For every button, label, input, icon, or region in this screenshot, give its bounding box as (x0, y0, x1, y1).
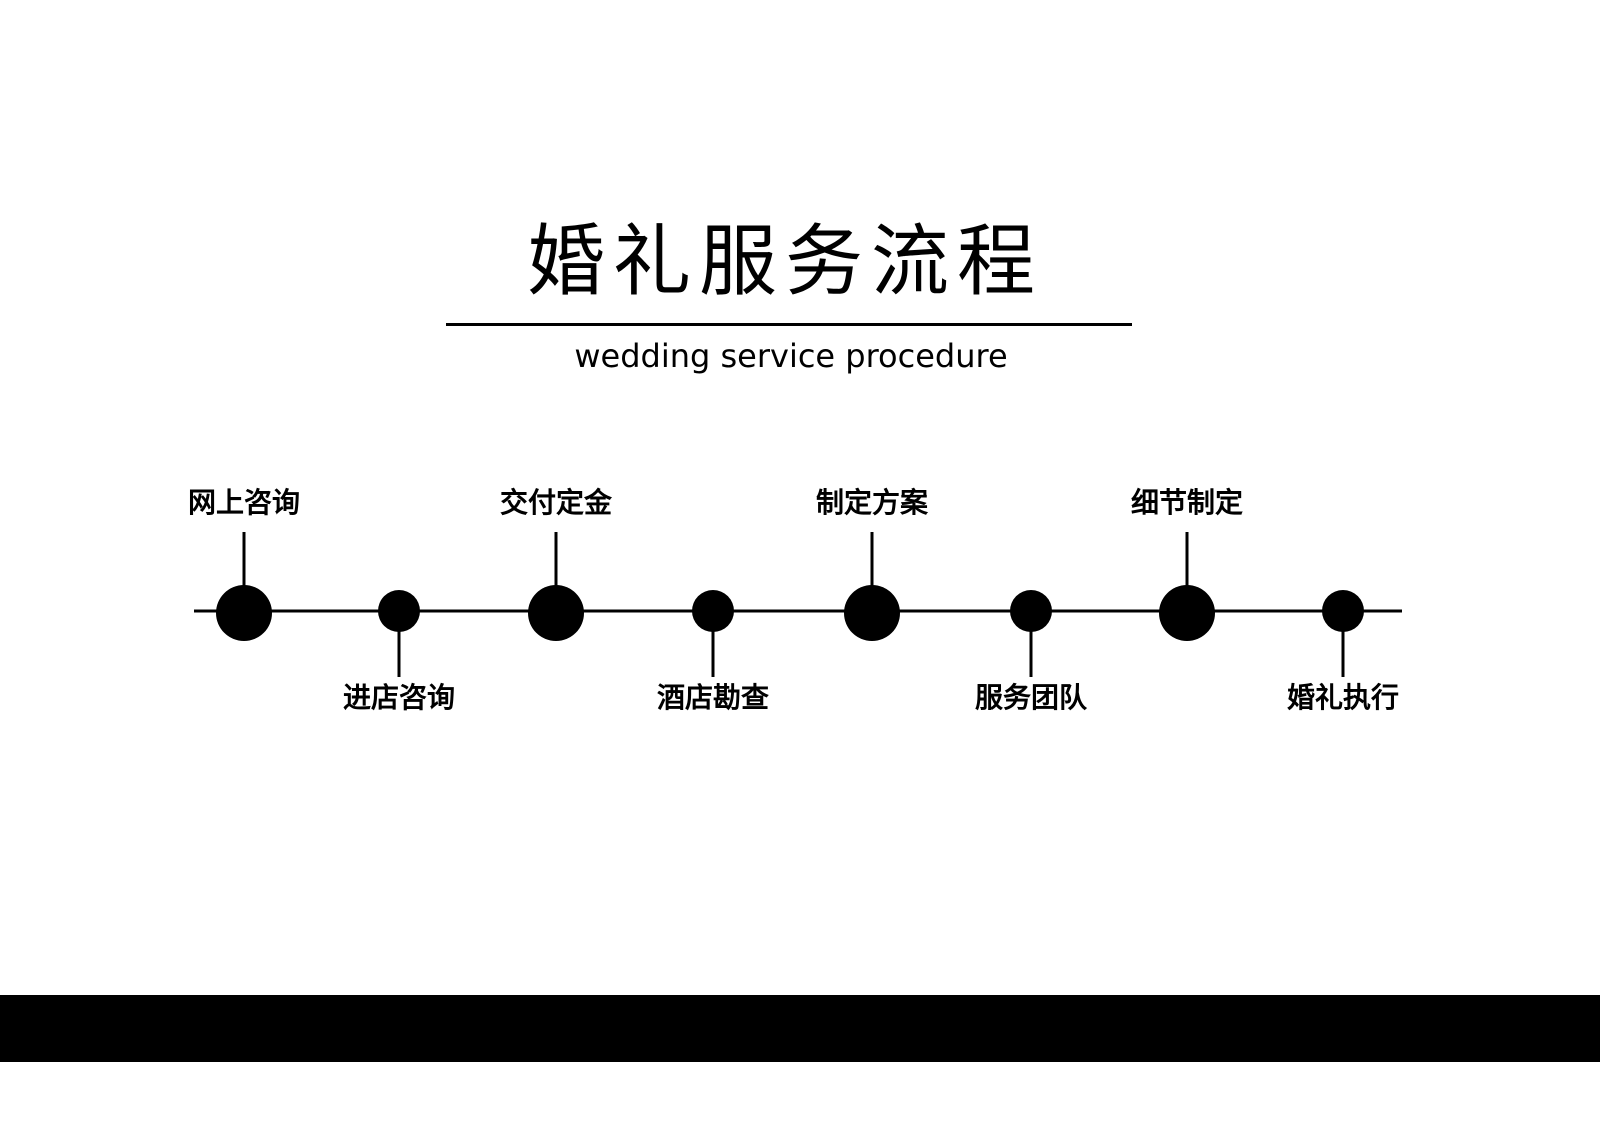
timeline-step-label: 交付定金 (499, 486, 612, 519)
timeline-node-major (216, 585, 272, 641)
timeline-node-minor (1010, 590, 1052, 632)
timeline-nodes (216, 532, 1364, 677)
page-title: 婚礼服务流程 (526, 217, 1043, 307)
timeline-step-label: 网上咨询 (187, 486, 300, 519)
footer-bar (0, 995, 1600, 1062)
timeline-step-label: 酒店勘查 (656, 681, 769, 714)
timeline-step-label: 服务团队 (974, 681, 1087, 714)
timeline-node-minor (1322, 590, 1364, 632)
timeline-node-minor (378, 590, 420, 632)
title-divider (446, 323, 1132, 326)
timeline-node-major (528, 585, 584, 641)
page-subtitle: wedding service procedure (574, 337, 1008, 375)
timeline-step-label: 细节制定 (1130, 486, 1243, 519)
timeline-step-label: 进店咨询 (342, 681, 455, 714)
timeline-node-minor (692, 590, 734, 632)
timeline-step-label: 制定方案 (815, 486, 928, 519)
timeline-node-major (1159, 585, 1215, 641)
timeline-step-label: 婚礼执行 (1286, 681, 1399, 714)
timeline-node-major (844, 585, 900, 641)
